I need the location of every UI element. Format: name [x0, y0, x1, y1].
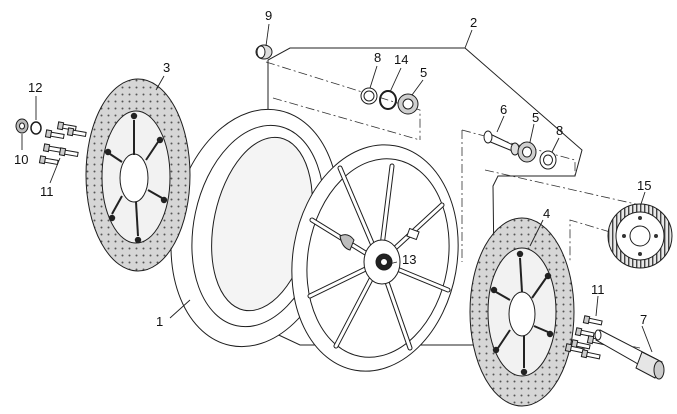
callout-labels: 9 2 3 8 14 5 6 5 8 12 10 11 15 4 13 1 11…: [14, 8, 651, 329]
callout-13: 13: [402, 252, 416, 267]
bearing-5-right: [517, 141, 537, 163]
callout-12: 12: [28, 80, 42, 95]
brake-disc-left: [85, 78, 191, 272]
callout-10: 10: [14, 152, 28, 167]
callout-7: 7: [640, 312, 647, 327]
axle-7: [594, 329, 665, 380]
callout-1: 1: [156, 314, 163, 329]
callout-5-upper: 5: [420, 65, 427, 80]
callout-8-upper: 8: [374, 50, 381, 65]
callout-15: 15: [637, 178, 651, 193]
bearing-5-upper: [397, 93, 419, 115]
callout-8-right: 8: [556, 123, 563, 138]
washer-12: [30, 121, 42, 135]
callout-2: 2: [470, 15, 477, 30]
seal-8-upper: [360, 87, 378, 105]
callout-5-right: 5: [532, 110, 539, 125]
callout-6: 6: [500, 102, 507, 117]
callout-4: 4: [543, 206, 550, 221]
sensor-ring: [607, 203, 673, 269]
callout-11-left: 11: [40, 184, 54, 199]
leader-lines: [21, 23, 653, 353]
wheel-rim: [291, 144, 459, 372]
circlip-14: [379, 90, 397, 110]
cap-9: [255, 44, 273, 60]
callout-14: 14: [394, 52, 408, 67]
spacer-6: [483, 130, 520, 156]
nut-10: [15, 118, 29, 134]
brake-disc-right: [469, 217, 575, 407]
callout-3: 3: [163, 60, 170, 75]
screws-11-left: [38, 121, 87, 165]
callout-9: 9: [265, 8, 272, 23]
seal-8-right: [539, 150, 557, 170]
callout-11-right: 11: [591, 282, 605, 297]
screws-11-right: [564, 315, 607, 360]
